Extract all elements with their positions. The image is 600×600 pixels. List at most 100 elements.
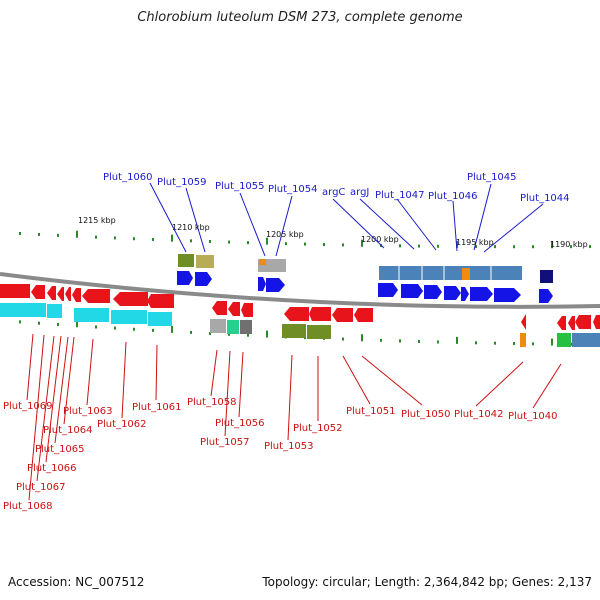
gene-gray-1058[interactable] [210, 319, 226, 333]
label-plut-1040[interactable]: Plut_1040 [508, 411, 558, 422]
label-plut-1060[interactable]: Plut_1060 [103, 172, 153, 183]
gene-arrow-plut-1045b[interactable] [494, 288, 521, 302]
scale-top-tick [209, 239, 211, 243]
scale-bottom-tick [114, 326, 116, 330]
label-plut-1059[interactable]: Plut_1059 [157, 177, 207, 188]
gene-steel-1039[interactable] [572, 333, 600, 347]
gene-plut-1059-box[interactable] [196, 255, 214, 268]
label-plut-1055[interactable]: Plut_1055 [215, 181, 265, 192]
label-plut-1051[interactable]: Plut_1051 [346, 406, 396, 417]
gene-teal-1057[interactable] [227, 320, 239, 334]
gene-arrow-plut-1061[interactable] [147, 294, 174, 308]
gene-arrow-plut-1067[interactable] [47, 286, 56, 300]
label-argj[interactable]: argJ [350, 187, 369, 198]
label-plut-1056[interactable]: Plut_1056 [215, 418, 265, 429]
leader-plut-1061 [155, 344, 158, 401]
scale-bottom-tick [399, 339, 401, 343]
gene-cyan-1061[interactable] [148, 312, 172, 326]
label-argc[interactable]: argC [322, 187, 345, 198]
gene-cyan-1063[interactable] [74, 308, 109, 322]
gene-arrow-plut-1065[interactable] [65, 287, 71, 301]
label-plut-1064[interactable]: Plut_1064 [43, 425, 93, 436]
gene-arg-cluster-box[interactable] [379, 266, 522, 280]
gene-plut-1055-mark [259, 259, 266, 265]
label-plut-1068[interactable]: Plut_1068 [3, 501, 53, 512]
gene-arrow-plut-1044[interactable] [539, 289, 553, 303]
gene-cyan-1062[interactable] [111, 310, 147, 324]
gene-arrow-plut-1062[interactable] [113, 292, 148, 306]
scale-ticks-top [19, 230, 591, 249]
label-plut-1047[interactable]: Plut_1047 [375, 190, 425, 201]
gene-arrow-plut-1069[interactable] [0, 284, 30, 298]
gene-olive-1053[interactable] [282, 324, 306, 338]
gene-arrow-plut-1042[interactable] [521, 314, 526, 330]
label-plut-1052[interactable]: Plut_1052 [293, 423, 343, 434]
gene-arrow-plut-1068[interactable] [31, 285, 45, 299]
map-title: Chlorobium luteolum DSM 273, complete ge… [137, 10, 463, 25]
gene-arrow-plut-1039[interactable] [593, 315, 600, 329]
gene-arrow-plut-1053[interactable] [284, 307, 309, 321]
gene-green-1040[interactable] [557, 333, 571, 347]
label-plut-1054[interactable]: Plut_1054 [268, 184, 318, 195]
gene-arrow-plut-1063[interactable] [82, 289, 110, 303]
gene-arrow-argc[interactable] [378, 283, 398, 297]
gene-arrow-plut-1050[interactable] [354, 308, 373, 322]
gene-arrow-plut-1058[interactable] [212, 301, 227, 315]
label-plut-1057[interactable]: Plut_1057 [200, 437, 250, 448]
gene-orange-1042[interactable] [520, 333, 526, 347]
scale-top-tick [171, 234, 173, 242]
gene-arrow-plut-1060[interactable] [177, 271, 193, 285]
leader-plut-1068 [28, 334, 45, 501]
gene-arrow-plut-1057[interactable] [228, 302, 240, 316]
gene-arrow-plut-1046[interactable] [444, 286, 461, 300]
gene-cyan-1069[interactable] [0, 303, 46, 317]
gene-gray-1056[interactable] [240, 320, 252, 334]
gene-plut-1044-box[interactable] [540, 270, 553, 283]
scale-top-tick [133, 237, 135, 241]
label-plut-1045[interactable]: Plut_1045 [467, 172, 517, 183]
gene-olive-1052[interactable] [307, 325, 331, 339]
scale-bottom-tick [494, 341, 496, 345]
label-plut-1046[interactable]: Plut_1046 [428, 191, 478, 202]
label-plut-1062[interactable]: Plut_1062 [97, 419, 147, 430]
gene-arrow-plut-1051[interactable] [332, 308, 353, 322]
gene-arrow-plut-1047[interactable] [424, 285, 442, 299]
label-plut-1061[interactable]: Plut_1061 [132, 402, 182, 413]
label-plut-1067[interactable]: Plut_1067 [16, 482, 66, 493]
genome-summary-text: Topology: circular; Length: 2,364,842 bp… [262, 575, 592, 589]
leader-plut-1056 [238, 351, 244, 418]
scale-top-tick [475, 245, 477, 249]
gene-arrow-plut-1064[interactable] [72, 288, 81, 302]
scale-top-tick [38, 232, 40, 236]
gene-arrow-plut-1054[interactable] [266, 278, 285, 292]
label-plut-1069[interactable]: Plut_1069 [3, 401, 53, 412]
label-plut-1065[interactable]: Plut_1065 [35, 444, 85, 455]
gene-arrow-argj[interactable] [401, 284, 423, 298]
scale-top-tick [532, 245, 534, 249]
label-plut-1050[interactable]: Plut_1050 [401, 409, 451, 420]
gene-arrow-plut-1052[interactable] [309, 307, 331, 321]
label-plut-1053[interactable]: Plut_1053 [264, 441, 314, 452]
gene-arrow-plut-1056[interactable] [241, 303, 253, 317]
gene-arrow-plut-1041b[interactable] [568, 316, 575, 330]
gene-arrow-plut-1066[interactable] [57, 287, 64, 301]
gene-arrow-plut-1059[interactable] [195, 272, 212, 286]
gene-arrow-plut-1045[interactable] [470, 287, 493, 301]
reverse-genes [0, 284, 600, 347]
gene-plut-1060-box[interactable] [178, 254, 194, 267]
leader-plut-1065 [54, 336, 69, 444]
gene-cyan-1068[interactable] [47, 304, 62, 318]
gene-arrow-plut-1041a[interactable] [557, 316, 566, 330]
label-plut-1058[interactable]: Plut_1058 [187, 397, 237, 408]
gene-arrow-plut-1046b[interactable] [461, 287, 469, 301]
label-plut-1066[interactable]: Plut_1066 [27, 463, 77, 474]
leader-plut-1047 [396, 198, 437, 251]
label-plut-1044[interactable]: Plut_1044 [520, 193, 570, 204]
label-plut-1063[interactable]: Plut_1063 [63, 406, 113, 417]
leader-plut-1051 [342, 355, 371, 405]
label-plut-1042[interactable]: Plut_1042 [454, 409, 504, 420]
gene-arrow-plut-1040[interactable] [575, 315, 591, 329]
scale-bottom-tick [228, 332, 230, 336]
accession-text: Accession: NC_007512 [8, 575, 145, 589]
gene-arrow-plut-1055[interactable] [258, 277, 266, 291]
